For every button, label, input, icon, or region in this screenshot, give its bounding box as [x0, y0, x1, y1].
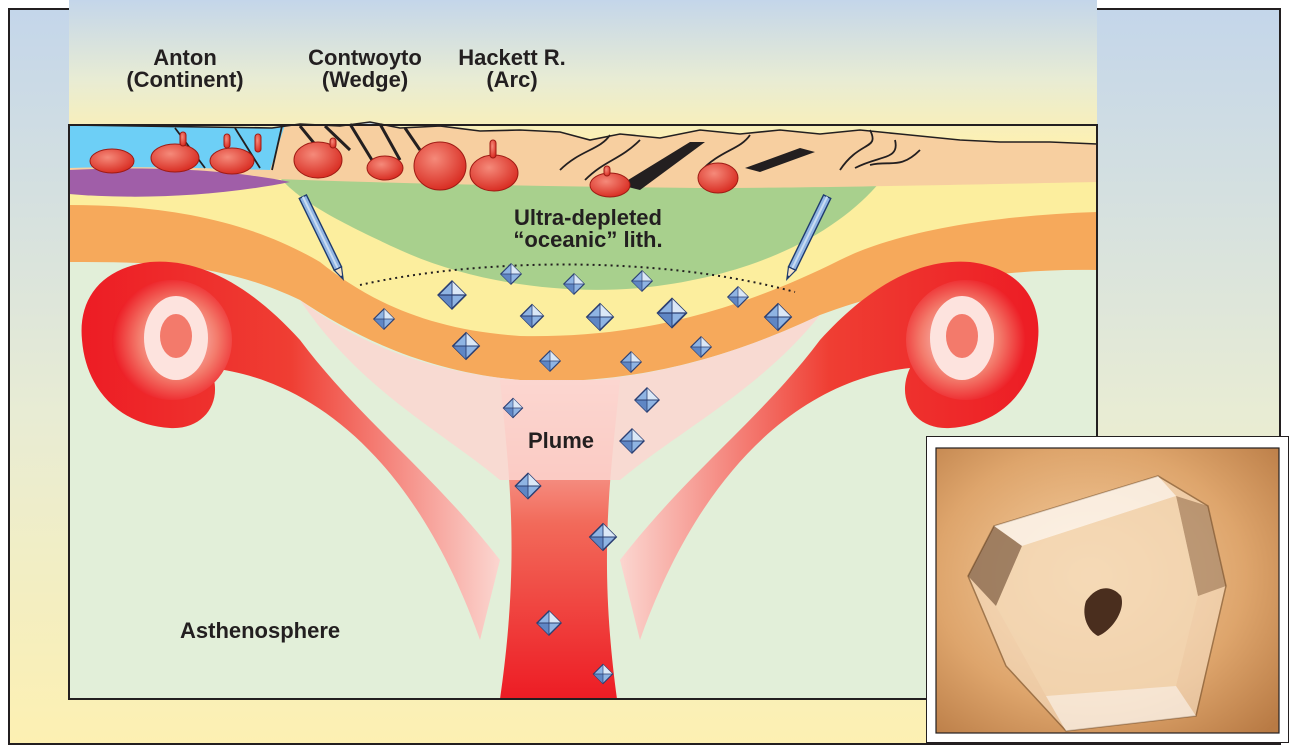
label-lithosphere-line1: Ultra-depleted [458, 207, 718, 229]
diamond-photo [926, 436, 1289, 743]
label-hackett-type: (Arc) [432, 69, 592, 91]
label-contwoyto-name: Contwoyto [280, 47, 450, 69]
label-lithosphere: Ultra-depleted “oceanic” lith. [458, 207, 718, 251]
label-lithosphere-line2: “oceanic” lith. [458, 229, 718, 251]
label-plume: Plume [528, 430, 618, 452]
label-contwoyto-type: (Wedge) [280, 69, 450, 91]
label-asthenosphere: Asthenosphere [180, 620, 410, 642]
label-anton-name: Anton [100, 47, 270, 69]
label-contwoyto: Contwoyto (Wedge) [280, 47, 450, 91]
label-hackett: Hackett R. (Arc) [432, 47, 592, 91]
label-hackett-name: Hackett R. [432, 47, 592, 69]
label-anton-type: (Continent) [100, 69, 270, 91]
label-anton: Anton (Continent) [100, 47, 270, 91]
